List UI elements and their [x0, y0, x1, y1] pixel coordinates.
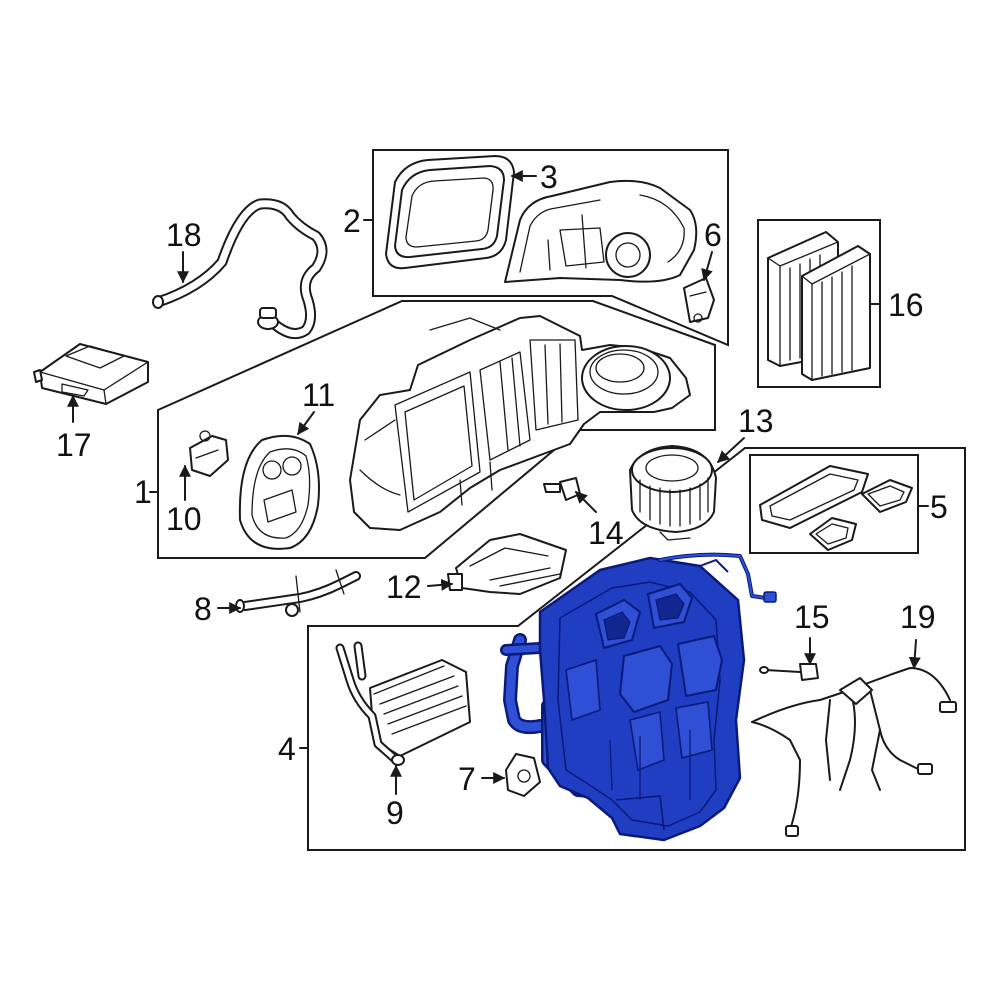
group-box-4	[307, 447, 966, 851]
cabin-filters-part-16	[767, 231, 871, 381]
heater-core-part-9	[335, 641, 471, 766]
seal-part-11	[238, 434, 320, 550]
wiring-harness-part-19	[751, 667, 957, 837]
hvac-housing-part-1	[349, 315, 691, 531]
housing-cover-part-2	[504, 179, 698, 283]
callout-10: 10	[166, 501, 202, 537]
actuator-part-6	[683, 277, 715, 323]
callout-18: 18	[166, 217, 202, 253]
callout-8: 8	[194, 591, 212, 627]
callout-1: 1	[134, 474, 152, 510]
callout-11: 11	[302, 377, 335, 413]
seal-gasket-part-3	[385, 155, 515, 270]
callout-15: 15	[794, 599, 830, 635]
group-box-1	[157, 300, 716, 559]
sensor-part-10	[189, 430, 229, 477]
callout-17: 17	[56, 427, 92, 463]
gaskets-part-5	[759, 465, 913, 551]
callout-3: 3	[540, 159, 558, 195]
leader-lines	[67, 170, 929, 795]
callout-14: 14	[588, 515, 624, 551]
sensor-part-15	[759, 663, 819, 681]
callout-4: 4	[278, 731, 296, 767]
actuator-part-7	[505, 753, 541, 797]
blower-motor-part-13	[629, 445, 717, 541]
group-box-5	[749, 454, 919, 554]
callout-5: 5	[930, 489, 948, 525]
callout-7: 7	[458, 761, 476, 797]
resistor-part-14	[543, 477, 581, 501]
control-module-part-17	[33, 343, 149, 405]
callout-13: 13	[738, 403, 774, 439]
callout-12: 12	[386, 569, 422, 605]
callout-2: 2	[343, 203, 361, 239]
callout-6: 6	[704, 217, 722, 253]
hvac-case-assembly-part-4[interactable]	[500, 552, 777, 842]
group-box-2	[372, 149, 729, 347]
callout-numbers: 1 2 3 4 5 6 7 8 9 10 11 12 13 14 15 16 1…	[56, 159, 948, 831]
callout-19: 19	[900, 599, 936, 635]
drain-hose-part-18	[152, 198, 328, 340]
callout-9: 9	[386, 795, 404, 831]
callout-16: 16	[888, 287, 924, 323]
evaporator-duct-part-12	[447, 533, 567, 595]
pipe-part-8	[235, 569, 361, 617]
